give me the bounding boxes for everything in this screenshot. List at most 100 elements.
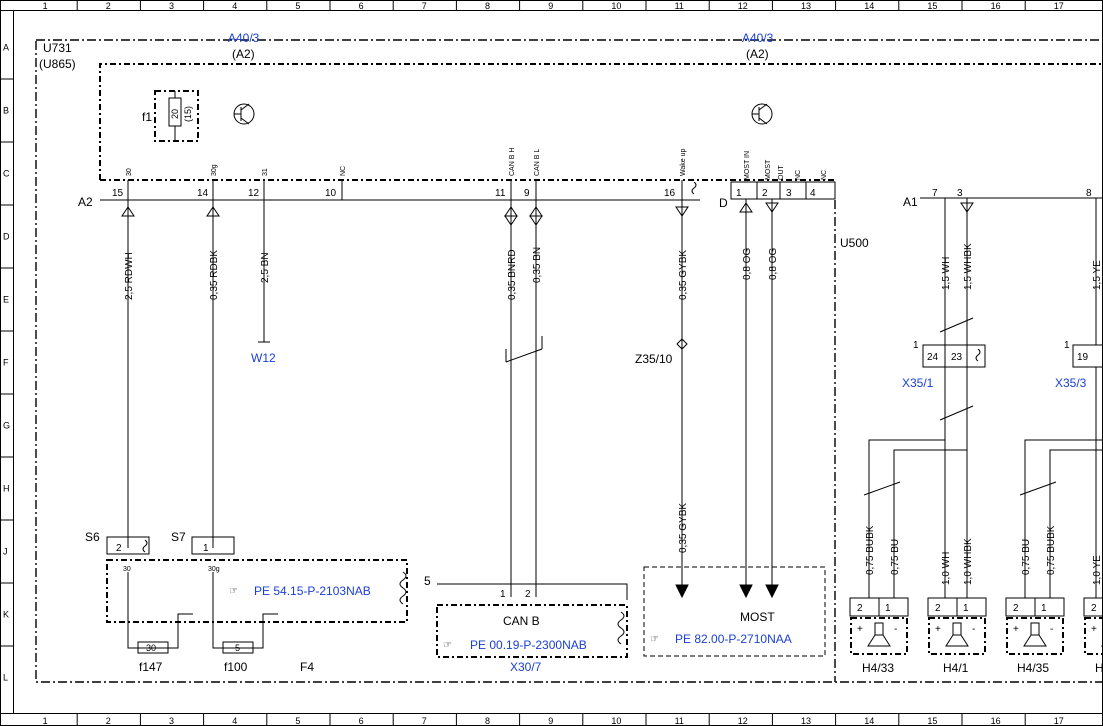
grid-row-label: C: [3, 169, 10, 179]
grid-col-label: 15: [927, 716, 937, 726]
signal-nc: NC: [340, 166, 347, 176]
grid-col-label: 2: [106, 1, 111, 11]
h4-x-label: H: [1095, 661, 1103, 675]
wire-label-bnrd: 0,35 BNRD: [507, 249, 518, 300]
grid-col-label: 6: [359, 716, 364, 726]
grid-col-label: 3: [169, 716, 174, 726]
a40-frame: [99, 63, 1103, 180]
x35-3-label: X35/3: [1055, 376, 1087, 390]
svg-text:1: 1: [885, 603, 891, 614]
wire-og-1: 0,8 OG: [739, 199, 753, 599]
d-pin-4: 4: [810, 188, 816, 199]
grid-col-label: 12: [738, 1, 748, 11]
grid-col-label: 15: [927, 1, 937, 11]
signal-out: OUT: [778, 165, 785, 181]
wire-bn: 2,5 BN W12: [251, 200, 276, 365]
grid-row-label: J: [3, 547, 8, 557]
signal-31: 31: [262, 168, 269, 176]
wire-label-ye-2: 1,0 YE: [1092, 555, 1103, 585]
transistor-icon: [751, 103, 773, 125]
wire-label-bu-1: 0,75 BU: [890, 539, 901, 575]
grid-col-label: 8: [485, 716, 490, 726]
most-block: MOST ☞ PE 82.00-P-2710NAA: [643, 566, 826, 657]
x35-3-connector: 1 19 X35/3: [1055, 340, 1103, 390]
wire-og-2: 0,8 OG: [765, 199, 779, 599]
f100-value: 5: [235, 643, 240, 653]
f1-note: (15): [183, 106, 193, 122]
grid-row-label: F: [3, 358, 9, 368]
u731-label: U731: [43, 41, 72, 55]
x30-pin-1: 1: [500, 589, 506, 600]
wire-ye: 1,5 YE: [1092, 198, 1103, 345]
wire-label-bubk-1: 0,75 BUBK: [865, 525, 876, 575]
pin-12: 12: [248, 188, 260, 199]
h4-35-label: H4/35: [1017, 661, 1049, 675]
wire-rdwh: 2,5 RDWH: [121, 200, 135, 548]
grid-row-label: D: [3, 232, 10, 242]
wire-rdbk: 0,35 RDBK: [206, 200, 220, 548]
f4-30: 30: [123, 566, 131, 573]
s6-s7-f4-block: S6 2 S7 1 30 30g ☞ PE 54.15-P-2103NAB 30…: [85, 530, 408, 674]
speaker-icon: 21+-: [1083, 597, 1103, 655]
d-pin-1: 1: [736, 188, 742, 199]
grid-col-label: 11: [675, 1, 684, 11]
signal-nc-2: NC: [821, 170, 828, 180]
pin-10: 10: [325, 188, 337, 199]
w12-label: W12: [251, 351, 276, 365]
x30-num: 5: [424, 574, 431, 588]
wire-label-gybk: 0,35 GYBK: [678, 250, 689, 300]
a40-right-label: A40/3: [742, 31, 774, 45]
svg-text:2: 2: [857, 603, 863, 614]
wire-wh: 1,5 WH: [941, 198, 952, 345]
d-pin-3: 3: [786, 188, 792, 199]
a2-right-label: (A2): [746, 47, 769, 61]
a1-pin-8: 8: [1086, 188, 1092, 199]
pin-15: 15: [112, 188, 124, 199]
grid-row-label: H: [3, 484, 10, 494]
grid-col-label: 7: [422, 716, 427, 726]
svg-text:+: +: [1013, 624, 1019, 635]
grid-col-label: 13: [801, 1, 811, 11]
grid-col-label: 1: [43, 716, 48, 726]
grid-col-label: 17: [1054, 1, 1064, 11]
wire-label-bubk-2: 0,75 BUBK: [1046, 525, 1057, 575]
grid-row-label: G: [3, 421, 10, 431]
x30-7-block: 5 1 2 CAN B ☞ PE 00.19-P-2300NAB X30/7: [424, 574, 628, 674]
z35-10-label: Z35/10: [635, 352, 673, 366]
signal-wake-up: Wake up: [680, 149, 687, 176]
speaker-wiring: 0,75 BUBK 0,75 BU 1,0 WH 1,0 WHBK 0,75 B…: [863, 367, 1103, 598]
grid-col-label: 6: [359, 1, 364, 11]
x35-1-label: X35/1: [902, 376, 934, 390]
wire-label-rdbk: 0,35 RDBK: [209, 250, 220, 300]
wire-label-og-1: 0,8 OG: [742, 248, 753, 280]
grid-row-label: K: [3, 610, 9, 620]
grid-col-label: 9: [548, 1, 553, 11]
speakers: 21+-21+-21+-21+-: [849, 597, 1103, 655]
d-connector: D 1 2 3 4: [719, 181, 836, 210]
svg-text:1: 1: [1041, 603, 1047, 614]
twisted-pair-mark: [505, 336, 543, 362]
svg-text:-: -: [894, 624, 897, 635]
wire-label-whbk-2: 1,0 WHBK: [963, 538, 974, 585]
grid-col-label: 10: [611, 1, 621, 11]
svg-text:-: -: [972, 624, 975, 635]
signal-most: MOST: [765, 159, 772, 180]
signal-30: 30: [126, 168, 133, 176]
a1-pin-7: 7: [932, 188, 938, 199]
pin-stubs: [127, 180, 697, 200]
pin-14: 14: [197, 188, 209, 199]
x30-reference: PE 00.19-P-2300NAB: [470, 638, 587, 652]
f1-pins: 20: [170, 109, 180, 119]
x35-1-connector: 1 24 23 X35/1: [902, 340, 986, 390]
wire-label-whbk: 1,5 WHBK: [963, 243, 974, 290]
grid-column-ticks: 1122334455667788991010111112121313141415…: [43, 0, 1064, 726]
grid-col-label: 16: [991, 716, 1001, 726]
a2-left-label: (A2): [232, 47, 255, 61]
pin-9: 9: [524, 188, 530, 199]
f1-fuse: f1 20 (15): [142, 90, 199, 142]
grid-col-label: 2: [106, 716, 111, 726]
wire-label-bu-2: 0,75 BU: [1021, 539, 1032, 575]
